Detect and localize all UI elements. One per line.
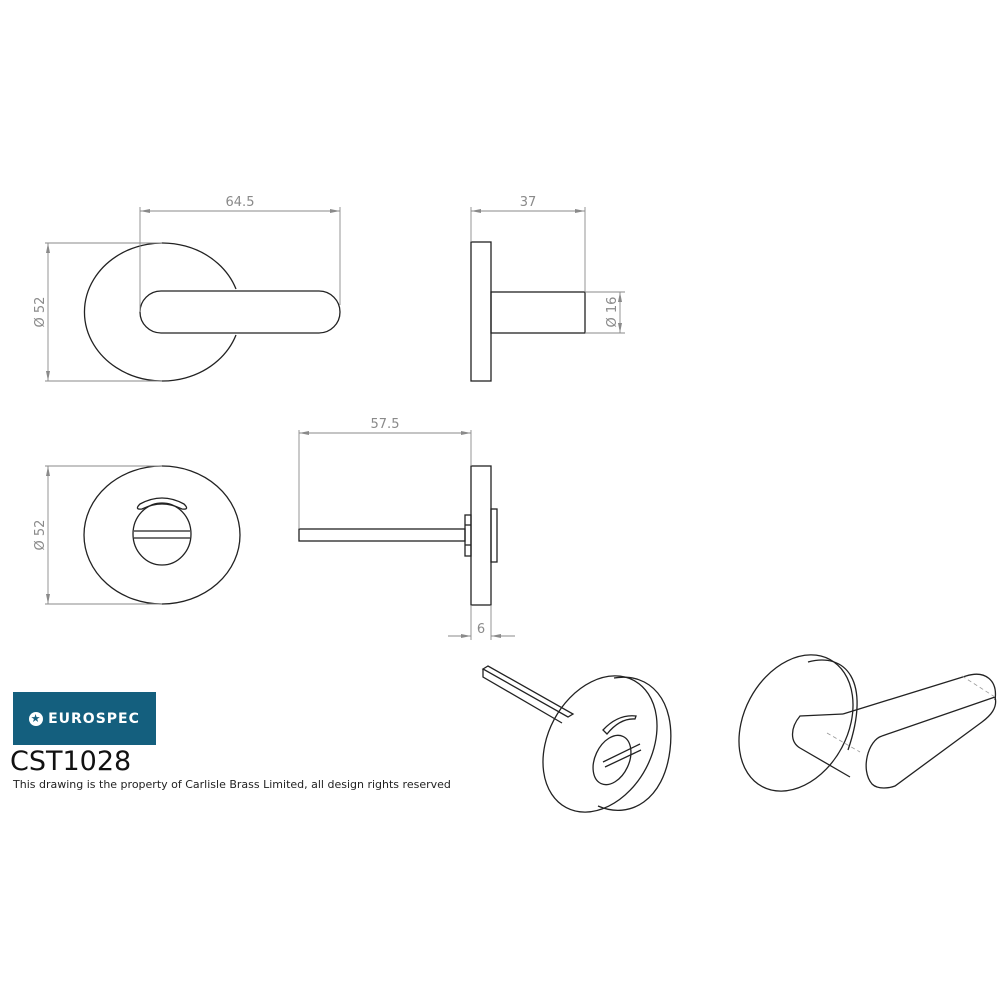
dimension-rose-diameter-top: Ø 52 xyxy=(33,242,162,382)
dimension-label: 6 xyxy=(477,622,485,637)
dimension-label: Ø 16 xyxy=(605,297,620,328)
dimension-projection: 37 xyxy=(470,195,586,292)
product-code: CST1028 xyxy=(10,746,132,777)
dimension-lever-length: 64.5 xyxy=(139,195,341,312)
turn-isometric-view xyxy=(481,665,672,813)
lever-handle xyxy=(139,290,341,334)
turn-front-view xyxy=(83,465,241,605)
lever-side-view xyxy=(470,241,586,382)
lever-front-view xyxy=(83,242,341,382)
eurospec-logo: ★ EUROSPEC xyxy=(13,692,156,745)
logo-text: EUROSPEC xyxy=(48,710,140,727)
lever-rose-outline xyxy=(83,242,237,382)
dimension-lever-diameter: Ø 16 xyxy=(585,291,625,334)
dimension-label: 57.5 xyxy=(371,417,400,432)
copyright-note: This drawing is the property of Carlisle… xyxy=(13,778,451,791)
indicator-slot xyxy=(136,497,188,510)
lever-isometric-view xyxy=(738,654,997,792)
dimension-rose-thickness: 6 xyxy=(448,605,515,640)
dimension-spindle-length: 57.5 xyxy=(298,417,472,529)
dimension-label: 64.5 xyxy=(226,195,255,210)
turn-side-view xyxy=(298,465,498,606)
dimension-label: Ø 52 xyxy=(33,520,48,551)
dimension-rose-diameter-bottom: Ø 52 xyxy=(33,465,162,605)
dimension-label: Ø 52 xyxy=(33,297,48,328)
dimension-label: 37 xyxy=(520,195,537,210)
star-icon: ★ xyxy=(29,711,44,726)
